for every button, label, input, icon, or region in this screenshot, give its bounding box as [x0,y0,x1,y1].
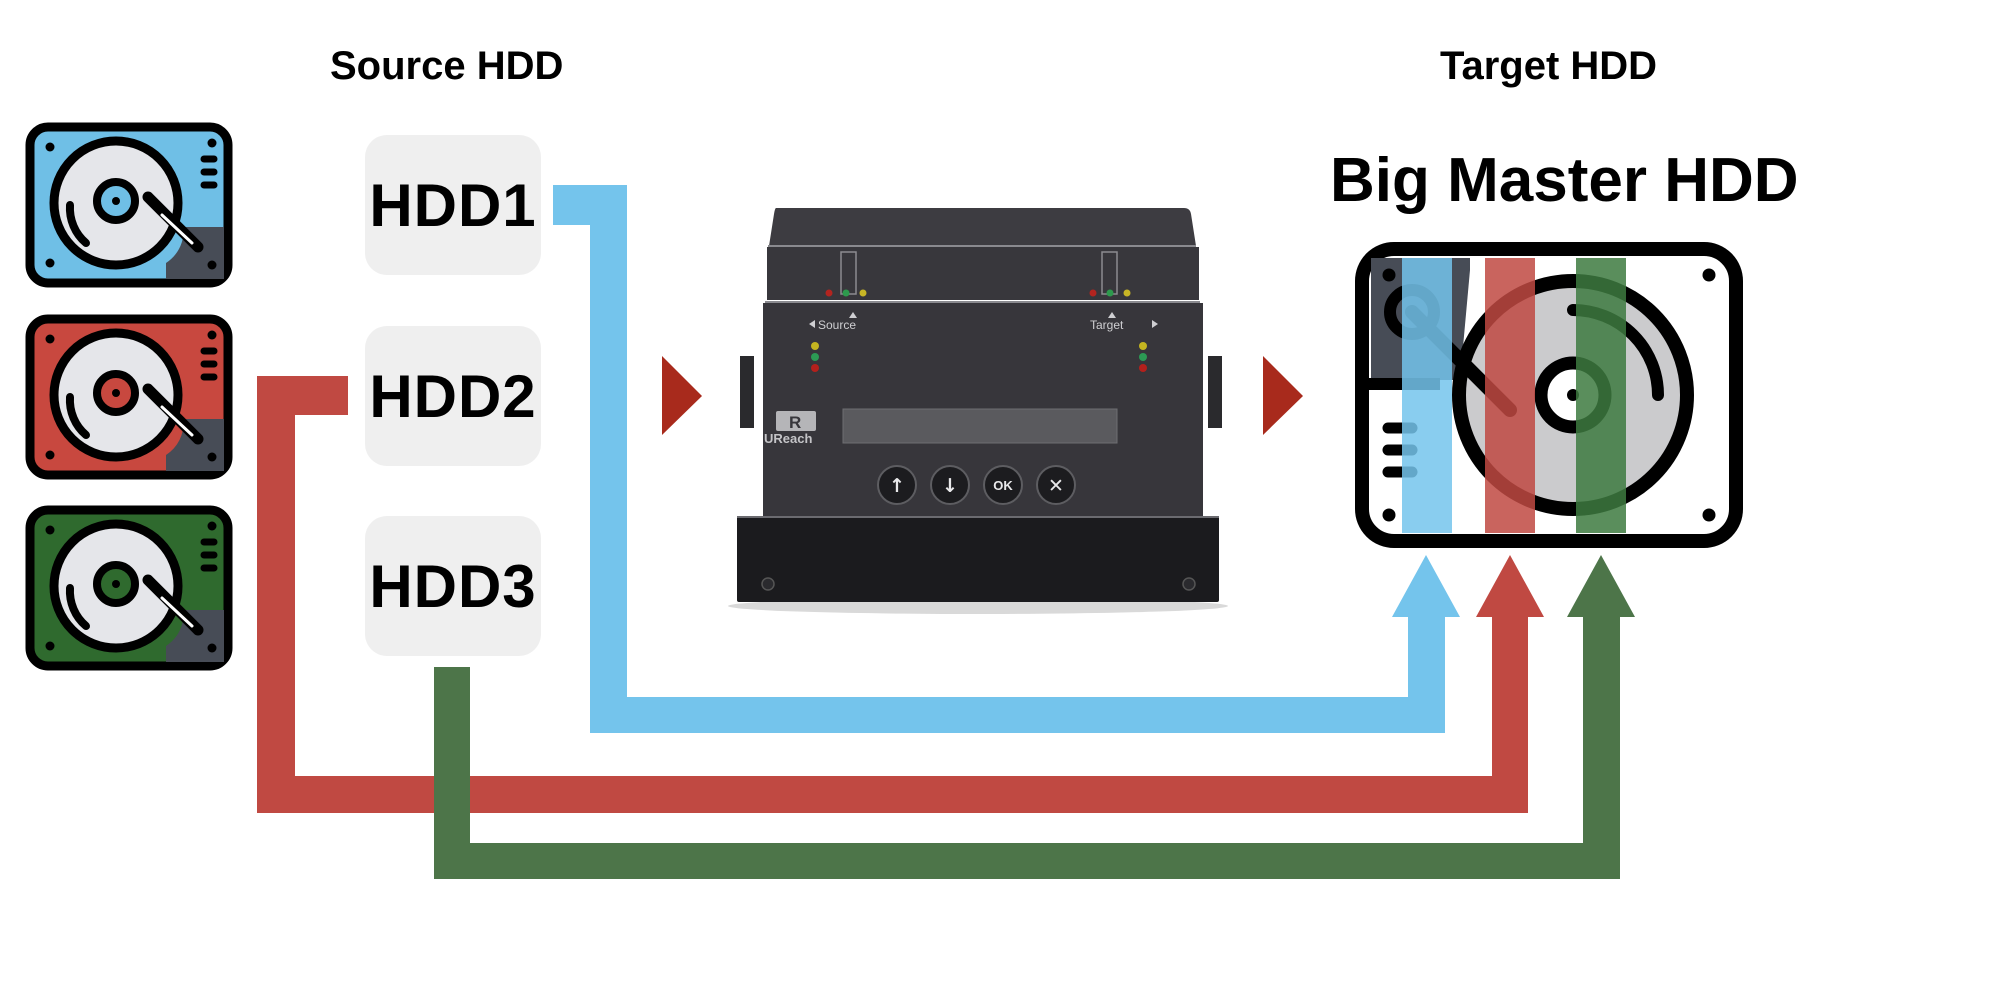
source-panel-led-green [811,353,819,361]
left-sata-connector [740,356,754,428]
target-up-indicator [1108,312,1116,318]
right-sata-connector [1208,356,1222,428]
source-panel-led-yellow [811,342,819,350]
target-panel-led-red [1139,364,1147,372]
source-led-green [842,289,850,297]
target-panel-led-green [1139,353,1147,361]
device-button-down[interactable]: ↓ [930,465,970,505]
flow-arrow-into-target [1263,356,1303,435]
hdd3-drive-icon [25,505,233,671]
flow-arrow-into-device [662,356,702,435]
hdd-duplicator-device: Source Target R UReach ↑ ↓ OK ✕ [728,208,1228,614]
target-panel-led-yellow [1139,342,1147,350]
hdd3-label: HDD3 [369,552,537,620]
lcd-display [842,408,1118,444]
hdd1-label-box: HDD1 [365,135,541,275]
source-panel-led-red [811,364,819,372]
arrow-down-icon: ↓ [942,475,958,497]
hdd3-connector-path [434,555,1635,879]
hdd3-label-box: HDD3 [365,516,541,656]
hdd2-drive-icon [25,314,233,480]
hdd3-flow-line [434,555,1635,879]
hdd3-target-stripe [1576,258,1626,533]
source-led-yellow [859,289,867,297]
device-source-label: Source [818,318,856,332]
source-up-indicator [849,312,857,318]
target-right-indicator [1152,320,1158,328]
device-target-label: Target [1090,318,1124,332]
arrow-up-icon: ↑ [889,475,905,497]
hdd2-target-stripe [1485,258,1535,533]
ureach-logo-letter: R [789,413,801,432]
screw-icon [761,577,775,591]
ureach-logo-icon [776,411,816,431]
device-front-face [737,516,1219,602]
ureach-brand-label: UReach [764,431,812,446]
device-button-up[interactable]: ↑ [877,465,917,505]
hdd2-label: HDD2 [369,362,537,430]
target-hdd-heading: Target HDD [1440,44,1658,88]
source-led-red [825,289,833,297]
target-led-red [1089,289,1097,297]
big-master-hdd-icon [1355,242,1743,548]
hdd1-drive-icon [25,122,233,288]
screw-icon [1182,577,1196,591]
device-button-ok[interactable]: OK [983,465,1023,505]
device-top-plate [769,208,1196,246]
big-master-hdd-title: Big Master HDD [1330,146,1799,215]
device-button-cancel[interactable]: ✕ [1036,465,1076,505]
source-hdd-heading: Source HDD [330,44,564,88]
target-led-green [1106,289,1114,297]
hdd1-target-stripe [1402,258,1452,533]
source-left-indicator [809,320,815,328]
ok-label: OK [993,478,1013,493]
hdd2-label-box: HDD2 [365,326,541,466]
hdd1-label: HDD1 [369,171,537,239]
close-icon: ✕ [1048,475,1064,497]
target-led-yellow [1123,289,1131,297]
